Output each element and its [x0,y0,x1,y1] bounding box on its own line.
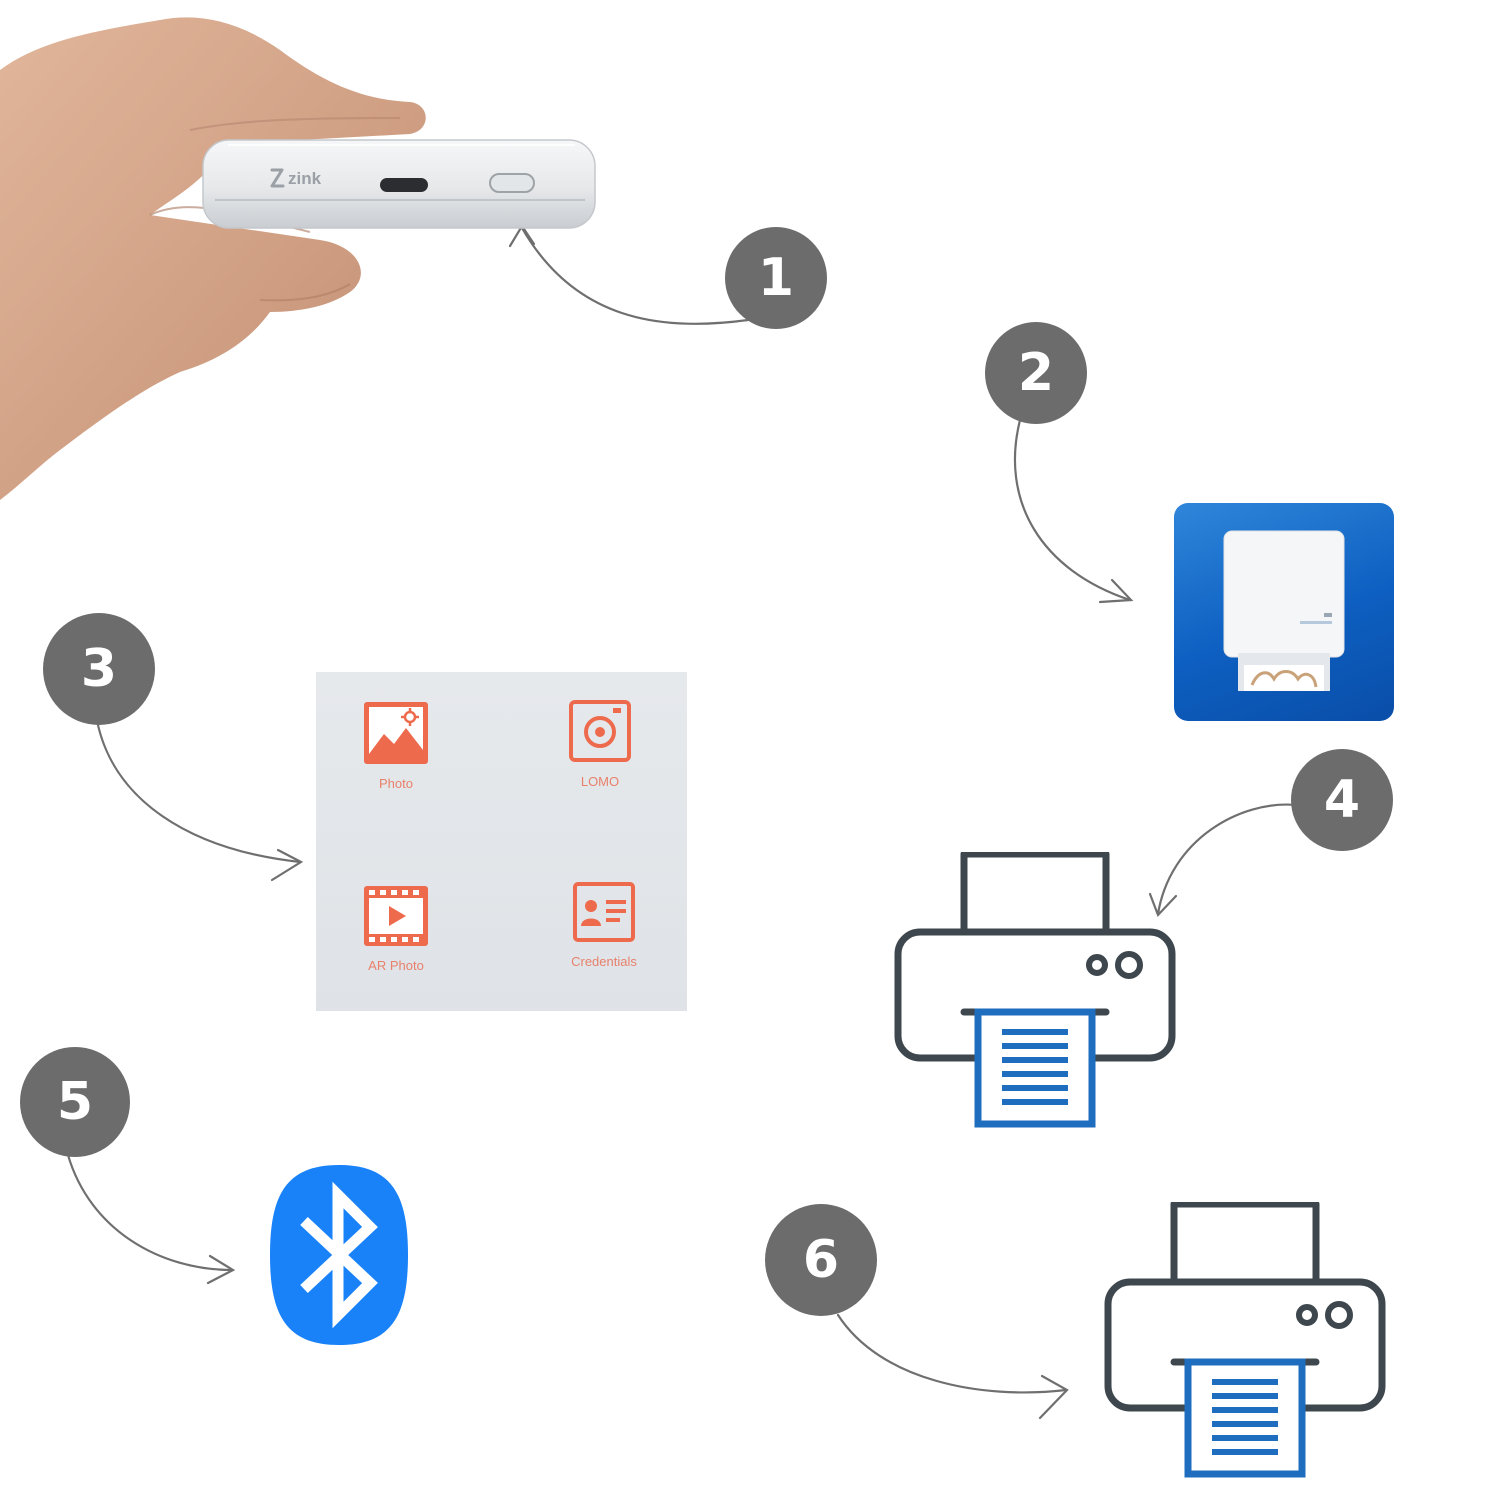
id-card-icon [573,882,635,942]
menu-item-photo[interactable]: Photo [348,702,444,791]
hand-holding-printer: zink [0,0,620,510]
menu-label-photo: Photo [379,776,413,791]
bluetooth-icon [270,1165,408,1345]
printer-icon-final [1104,1202,1386,1480]
step-badge-5: 5 [20,1047,130,1157]
arrow-3-head [272,850,301,880]
arrow-5 [68,1155,232,1270]
step-badge-3: 3 [43,613,155,725]
menu-item-lomo[interactable]: LOMO [552,700,648,789]
menu-item-ar-photo[interactable]: AR Photo [348,886,444,973]
hand [0,17,426,500]
step-badge-6: 6 [765,1204,877,1316]
menu-label-ar-photo: AR Photo [368,958,424,973]
camera-lens-icon [569,700,631,762]
step-badge-4: 4 [1291,749,1393,851]
arrow-2 [1015,420,1130,600]
usb-port [380,178,428,192]
device-brand: zink [288,169,322,188]
menu-label-credentials: Credentials [571,954,637,969]
printer-icon [894,852,1176,1130]
menu-label-lomo: LOMO [581,774,619,789]
app-menu-screen: Photo LOMO AR Photo [316,672,687,1011]
arrow-4 [1158,805,1296,914]
menu-item-credentials[interactable]: Credentials [554,882,654,969]
arrow-6-head [1040,1376,1067,1418]
arrow-3 [96,715,300,862]
photo-icon [364,702,428,764]
power-button [490,174,534,192]
film-play-icon [364,886,428,946]
arrow-6 [838,1315,1066,1392]
step-badge-1: 1 [725,227,827,329]
printer-app-icon[interactable] [1174,503,1394,721]
step-badge-2: 2 [985,322,1087,424]
